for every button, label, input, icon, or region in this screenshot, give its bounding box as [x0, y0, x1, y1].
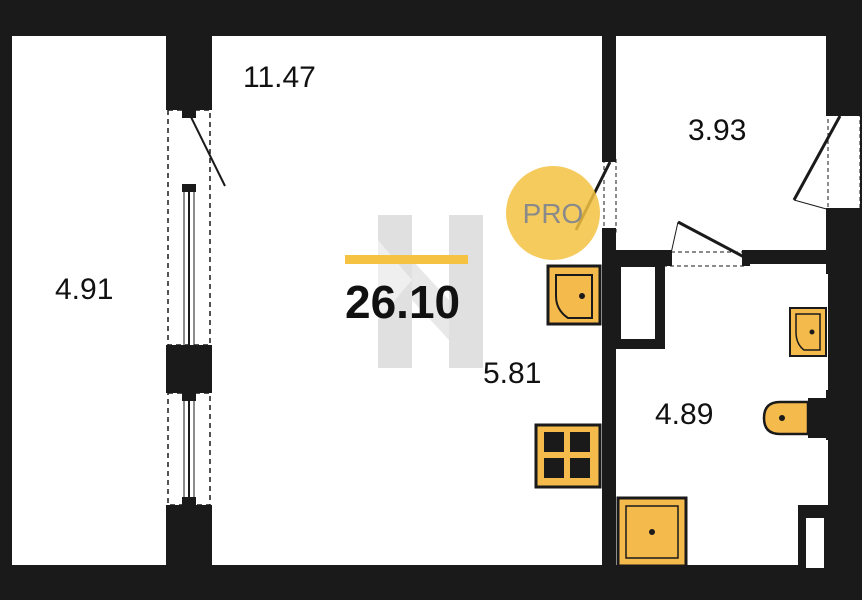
bathroom-sink-icon: [789, 307, 827, 357]
logo-h-icon: [378, 215, 483, 368]
room-area-bathroom: 4.89: [655, 398, 713, 431]
accent-bar: [345, 255, 468, 264]
room-area-main: 11.47: [243, 61, 316, 94]
window-lower: [167, 392, 211, 506]
toilet-icon: [762, 398, 830, 438]
total-area: 26.10: [345, 276, 460, 328]
door-bathroom-icon: [663, 220, 750, 267]
door-entrance-icon: [792, 108, 861, 216]
room-area-kitchen: 5.81: [483, 357, 541, 390]
room-area-hallway: 3.93: [688, 114, 746, 147]
pro-badge: PRO: [506, 166, 600, 260]
sink-icon: [546, 264, 602, 326]
stove-icon: [534, 423, 602, 489]
room-area-loggia: 4.91: [55, 273, 113, 306]
window-upper: [167, 109, 226, 346]
shower-tray-icon: [616, 496, 688, 568]
pro-badge-text: PRO: [523, 198, 584, 229]
